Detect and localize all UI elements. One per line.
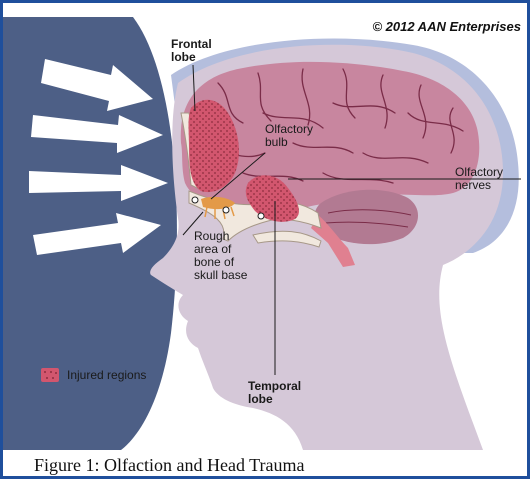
label-olfactory-bulb: Olfactory bulb — [265, 123, 313, 149]
injury-swatch-icon — [41, 368, 59, 382]
label-temporal-lobe: Temporal lobe — [248, 380, 301, 406]
label-frontal-lobe: Frontal lobe — [171, 38, 212, 64]
label-olfactory-nerves: Olfactory nerves — [455, 166, 503, 192]
figure-caption: Figure 1: Olfaction and Head Trauma — [34, 455, 304, 476]
label-rough-bone: Rough area of bone of skull base — [194, 230, 247, 282]
legend: Injured regions — [41, 368, 146, 382]
copyright-notice: © 2012 AAN Enterprises — [372, 19, 521, 34]
legend-label: Injured regions — [67, 368, 146, 382]
head-trauma-illustration — [3, 3, 530, 479]
